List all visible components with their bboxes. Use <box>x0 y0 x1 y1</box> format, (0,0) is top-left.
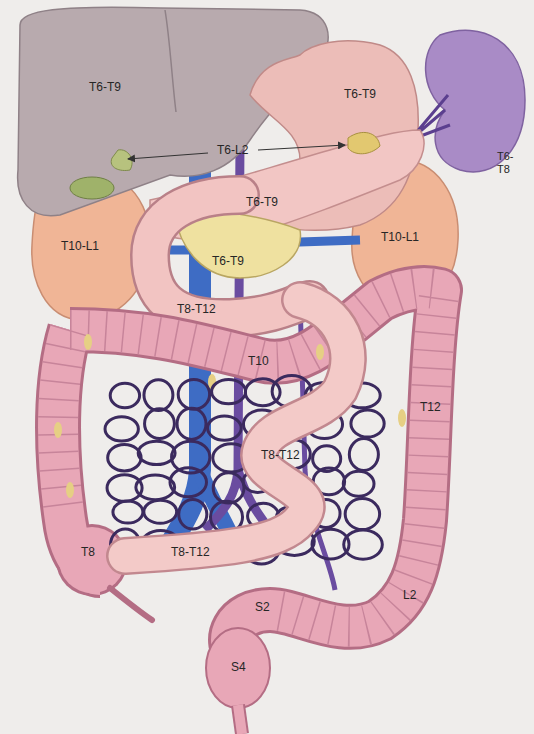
segment-label: T6- T8 <box>497 150 521 175</box>
segment-label: T6-T9 <box>246 196 278 210</box>
vessel-arcade <box>144 380 173 411</box>
leader-arrow <box>128 153 208 159</box>
falciform-line <box>165 10 176 112</box>
epiploic-appendage <box>66 482 74 498</box>
vessel-arcade <box>177 408 206 439</box>
vessel-arcade <box>212 379 246 403</box>
segment-label: T6-T9 <box>344 88 376 102</box>
segment-label: T10-L1 <box>61 240 99 254</box>
segment-label: S2 <box>255 601 270 615</box>
vessel-arcade <box>170 468 206 497</box>
segment-label: T10 <box>248 355 269 369</box>
segment-label: T10-L1 <box>381 231 419 245</box>
leader-arrow <box>258 145 345 150</box>
vessel-arcade <box>208 416 242 440</box>
colon-outline <box>58 288 440 660</box>
segment-label: T8-T12 <box>171 546 210 560</box>
epiploic-appendage <box>398 409 406 427</box>
vessel-arcade <box>349 439 378 471</box>
segment-label: L2 <box>403 589 416 603</box>
vessel-arcade <box>213 473 244 503</box>
small-intestine <box>125 300 348 556</box>
vessel-arcade <box>113 501 143 523</box>
appendix <box>110 588 152 620</box>
haustra <box>58 288 440 627</box>
segment-label: T8-T12 <box>177 303 216 317</box>
segment-label: T8-T12 <box>261 449 300 463</box>
epiploic-appendage <box>54 422 62 438</box>
segment-label: T6-T9 <box>89 81 121 95</box>
vessel-arcade <box>136 475 175 500</box>
vessel-arcade <box>351 410 384 437</box>
small-intestine-outline <box>125 300 348 556</box>
colon <box>54 288 440 734</box>
vessel-arcade <box>178 379 209 409</box>
anal-canal <box>238 705 242 734</box>
epiploic-appendage <box>316 344 324 360</box>
anal-canal-outline <box>238 705 242 734</box>
vessel-arcade <box>108 445 141 471</box>
vessel-arcade <box>179 500 207 530</box>
segment-label: T12 <box>420 401 441 415</box>
vessel-arcade <box>138 441 175 464</box>
vessel-arcade <box>145 409 175 439</box>
vessel-arcade <box>345 498 379 529</box>
vessel-arcade <box>343 471 374 496</box>
colon-body <box>58 288 440 660</box>
vessel-arcade <box>110 383 139 407</box>
left-adrenal <box>348 132 380 153</box>
segment-label: T6-L2 <box>217 144 248 158</box>
vessel-arcade <box>105 417 138 441</box>
vessel-arcade <box>344 530 383 559</box>
segment-label: T6-T9 <box>212 255 244 269</box>
vessel-arcade <box>144 500 177 523</box>
rectum <box>206 628 270 708</box>
segment-label: T8 <box>81 546 95 560</box>
epiploic-appendage <box>84 334 92 350</box>
gallbladder <box>70 177 114 199</box>
right-adrenal <box>111 150 132 171</box>
segment-label: S4 <box>231 661 246 675</box>
